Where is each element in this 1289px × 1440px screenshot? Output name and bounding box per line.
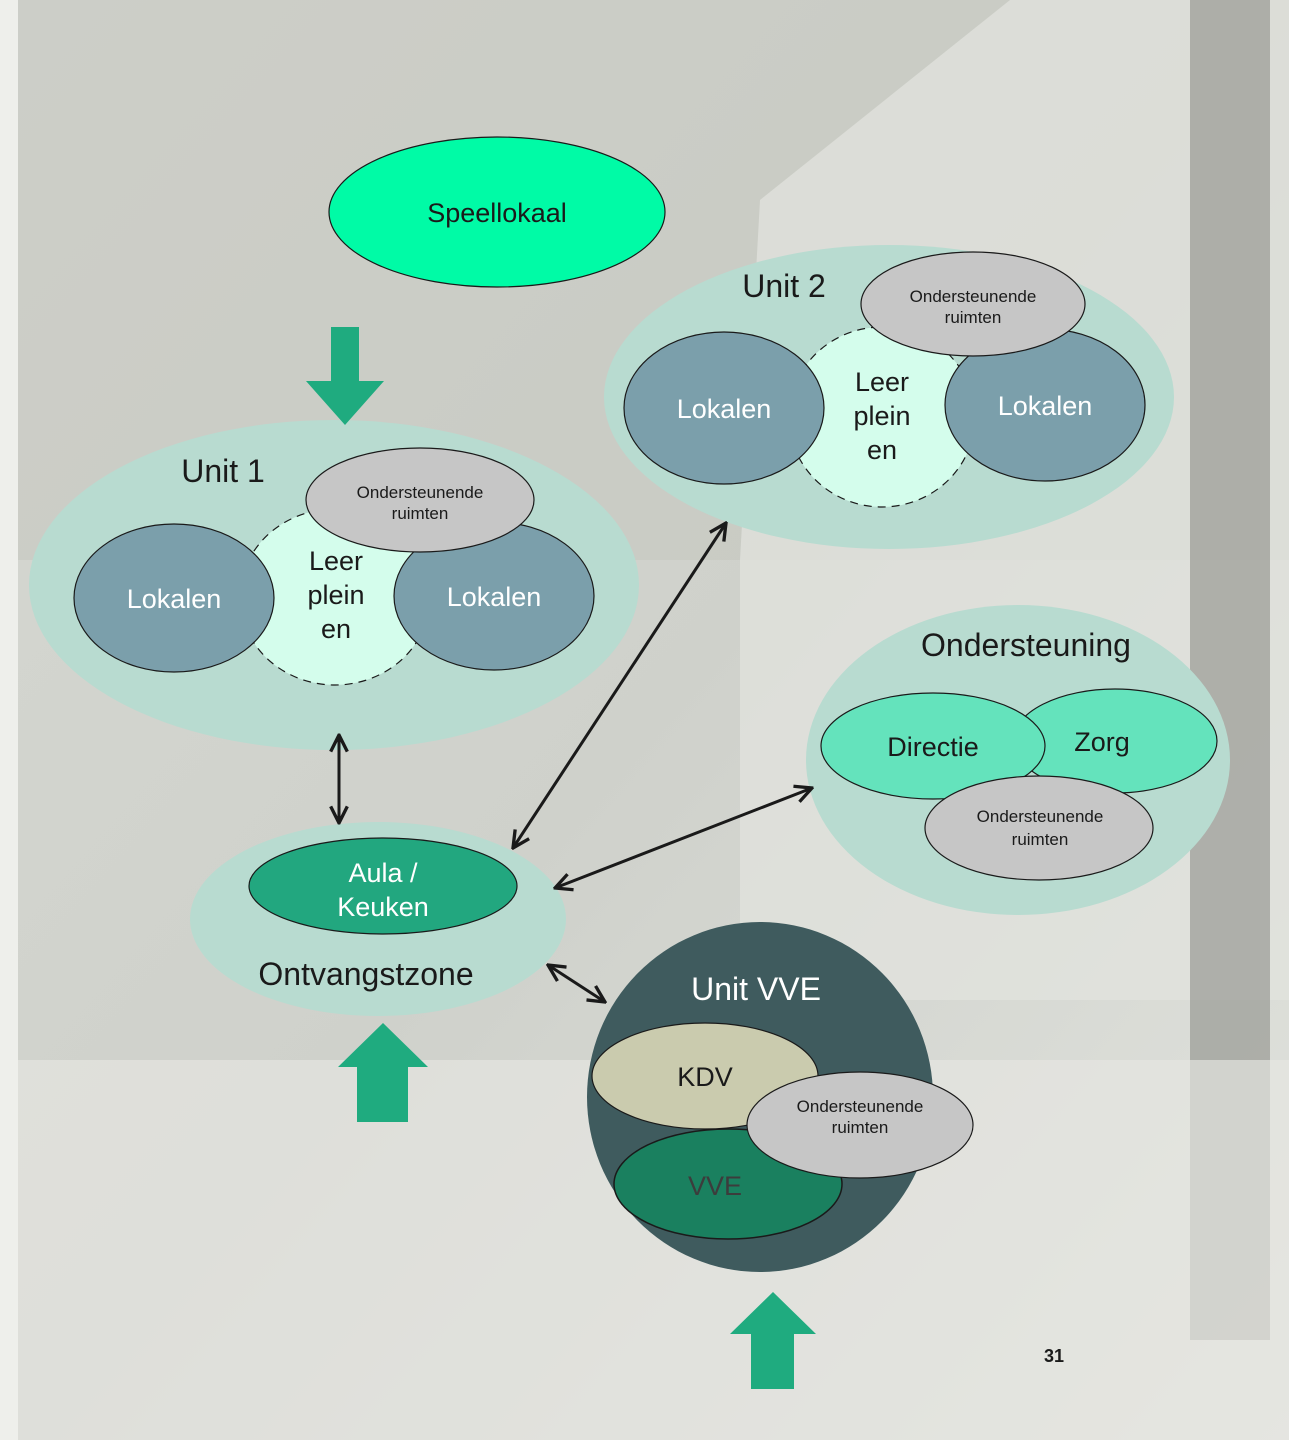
unit-1-learning-square-line-2: plein <box>307 580 364 610</box>
ondersteuning-group: Ondersteuning Zorg Directie Ondersteunen… <box>806 605 1230 915</box>
connector-ontvangstzone-unit-vve <box>548 965 605 1002</box>
unit-2-support-rooms <box>860 251 1086 357</box>
unit-2-group: Unit 2 Lokalen Lokalen Leer plein en Ond… <box>604 245 1174 549</box>
vve-label: VVE <box>688 1171 742 1201</box>
ondersteuning-support-rooms-line-1: Ondersteunende <box>977 807 1104 826</box>
ontvangstzone-group: Aula / Keuken Ontvangstzone <box>190 822 566 1016</box>
unit-2-classroom-right-label: Lokalen <box>998 391 1093 421</box>
unit-2-support-rooms-line-2: ruimten <box>945 308 1002 327</box>
entrance-arrow-unit-vve <box>730 1292 816 1389</box>
unit-2-classroom-left <box>623 331 825 485</box>
left-margin <box>0 0 18 1440</box>
unit-2-learning-square-line-1: Leer <box>855 367 909 397</box>
directie-label: Directie <box>887 732 979 762</box>
unit-1-title: Unit 1 <box>181 453 265 489</box>
arrow-speellokaal-to-unit-1 <box>306 327 384 425</box>
aula-label-line-1: Aula / <box>348 858 418 888</box>
connector-ontvangstzone-ondersteuning <box>555 788 812 888</box>
page-number: 31 <box>1044 1346 1064 1366</box>
entrance-arrow-ontvangstzone <box>338 1023 428 1122</box>
unit-1-classroom-right-label: Lokalen <box>447 582 542 612</box>
unit-1-support-rooms <box>305 447 535 553</box>
ontvangstzone-title: Ontvangstzone <box>258 956 473 992</box>
unit-vve-title: Unit VVE <box>691 971 821 1007</box>
unit-2-classroom-left-label: Lokalen <box>677 394 772 424</box>
ondersteuning-title: Ondersteuning <box>921 627 1131 663</box>
unit-1-learning-square-line-3: en <box>321 614 351 644</box>
unit-1-classroom-left-label: Lokalen <box>127 584 222 614</box>
aula-label-line-2: Keuken <box>337 892 429 922</box>
ondersteuning-support-rooms <box>924 775 1154 881</box>
unit-1-learning-square-line-1: Leer <box>309 546 363 576</box>
speellokaal-label: Speellokaal <box>427 198 567 228</box>
unit-vve-support-rooms-line-2: ruimten <box>832 1118 889 1137</box>
unit-2-title: Unit 2 <box>742 268 826 304</box>
unit-vve-group: Unit VVE KDV VVE Ondersteunende ruimten <box>587 922 974 1272</box>
unit-2-learning-square-line-2: plein <box>853 401 910 431</box>
unit-vve-support-rooms <box>746 1071 974 1179</box>
unit-2-support-rooms-line-1: Ondersteunende <box>910 287 1037 306</box>
directie-ellipse <box>820 692 1046 800</box>
kdv-label: KDV <box>677 1062 733 1092</box>
unit-2-learning-square-line-3: en <box>867 435 897 465</box>
unit-1-support-rooms-line-2: ruimten <box>392 504 449 523</box>
connector-ontvangstzone-unit-2 <box>513 523 726 848</box>
speellokaal-node: Speellokaal <box>328 136 666 288</box>
ondersteuning-support-rooms-line-2: ruimten <box>1012 830 1069 849</box>
aula-ellipse <box>248 837 518 935</box>
speellokaal-ellipse <box>328 136 666 288</box>
zorg-label: Zorg <box>1074 727 1130 757</box>
unit-vve-support-rooms-line-1: Ondersteunende <box>797 1097 924 1116</box>
unit-1-classroom-left <box>73 523 275 673</box>
unit-1-support-rooms-line-1: Ondersteunende <box>357 483 484 502</box>
unit-1-group: Unit 1 Lokalen Lokalen Leer plein en Ond… <box>29 420 639 750</box>
